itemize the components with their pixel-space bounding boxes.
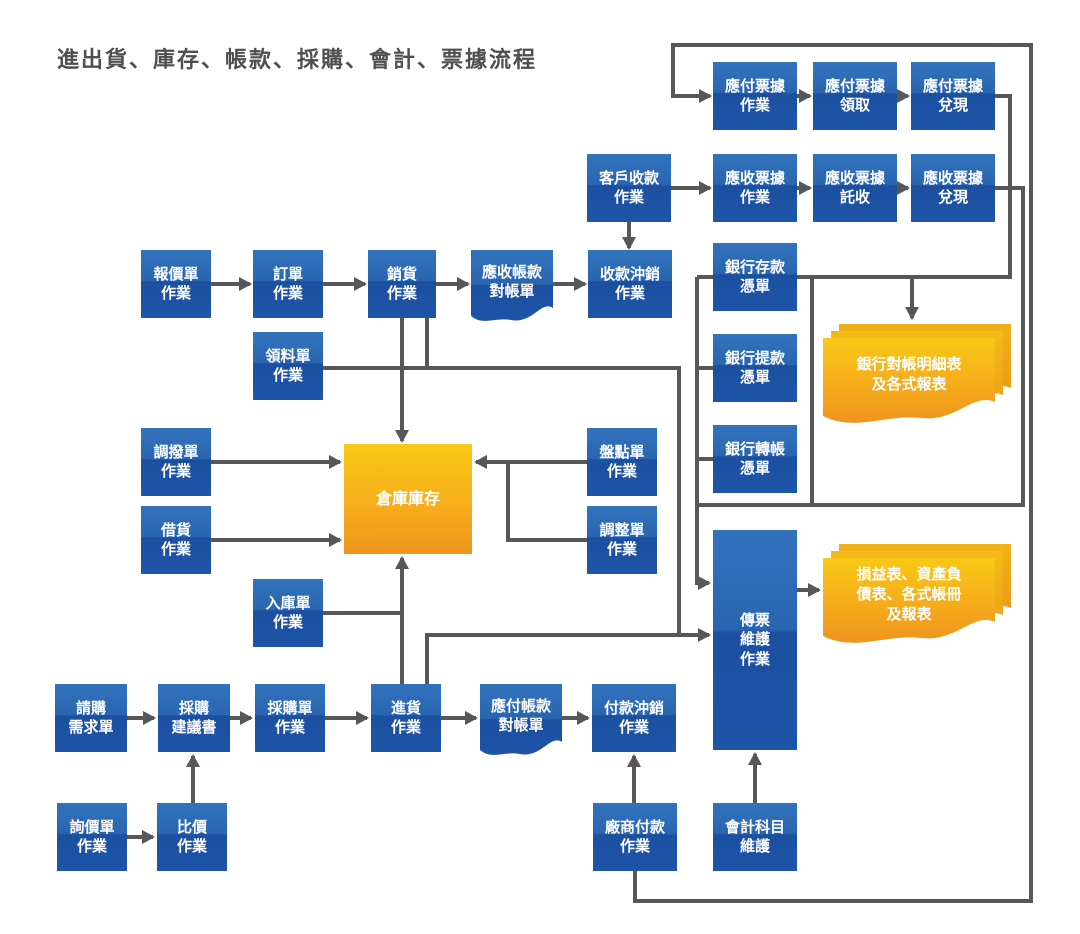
edge-sales-arstatement xyxy=(436,277,470,291)
edge-pr-pursuggest xyxy=(127,711,156,725)
node-bank-withdraw: 銀行提款 憑單 xyxy=(713,334,797,402)
node-cust-receipt: 客戶收款 作業 xyxy=(587,154,671,222)
node-receiving: 進貨 作業 xyxy=(371,684,441,752)
edge-pursuggest-po xyxy=(230,711,253,725)
edge-receiving-apstatement xyxy=(441,711,478,725)
node-po: 採購單 作業 xyxy=(255,684,325,752)
edge-sales-warehouse xyxy=(395,318,409,443)
node-sales: 銷貨 作業 xyxy=(368,250,436,318)
report-stack-label: 損益表、資產負 債表、各式帳冊 及報表 xyxy=(856,564,962,624)
edge-apnotecollect-cash xyxy=(897,89,910,103)
edge-apstatement-paymentwriteoff xyxy=(562,711,590,725)
edge-bankvouchers-voucher xyxy=(695,275,713,590)
node-ar-note-op: 應收票據 作業 xyxy=(713,154,797,222)
edge-receiving-warehouse xyxy=(395,556,409,684)
edge-vendorpayment-paymentwriteoff xyxy=(627,754,641,803)
node-bank-report: 銀行對帳明細表 及各式報表 xyxy=(823,324,1011,430)
node-inquiry: 詢價單 作業 xyxy=(57,803,127,871)
node-borrow: 借貨 作業 xyxy=(141,506,211,574)
node-ar-note-cash: 應收票據 兌現 xyxy=(911,154,995,222)
node-pr: 請購 需求單 xyxy=(55,684,127,752)
node-transfer: 調撥單 作業 xyxy=(141,428,211,496)
edge-stocktake-adjust-warehouse xyxy=(474,455,587,542)
edge-quote-order xyxy=(211,277,252,291)
edge-arnoteconsign-cash xyxy=(897,181,910,195)
edge-transfer-warehouse xyxy=(211,455,342,469)
node-fin-report: 損益表、資產負 債表、各式帳冊 及報表 xyxy=(823,544,1011,650)
node-bank-deposit: 銀行存款 憑單 xyxy=(713,243,797,311)
node-order: 訂單 作業 xyxy=(253,250,323,318)
node-stocktake: 盤點單 作業 xyxy=(587,428,657,496)
node-quote: 報價單 作業 xyxy=(141,250,211,318)
edge-vendorpayment-apnoteop-loop xyxy=(633,43,1033,903)
node-payment-writeoff: 付款沖銷 作業 xyxy=(592,684,676,752)
node-ar-note-consign: 應收票據 託收 xyxy=(813,154,897,222)
edge-order-sales xyxy=(323,277,367,291)
node-voucher: 傳票 維護 作業 xyxy=(713,530,797,750)
page-title: 進出貨、庫存、帳款、採購、會計、票據流程 xyxy=(57,48,538,73)
node-adjust: 調整單 作業 xyxy=(587,506,657,574)
edge-custreceipt-arnoteop xyxy=(671,181,712,195)
edge-compare-pursuggest xyxy=(186,754,200,803)
edge-custreceipt-receiptwriteoff xyxy=(622,222,636,250)
edge-sales-materialreq-voucher xyxy=(323,318,711,684)
node-bank-transfer: 銀行轉帳 憑單 xyxy=(713,425,797,493)
node-ap-note-cash: 應付票據 兌現 xyxy=(911,62,995,130)
node-ap-note-collect: 應付票據 領取 xyxy=(813,62,897,130)
edge-po-receiving xyxy=(325,711,369,725)
report-stack-label: 銀行對帳明細表 及各式報表 xyxy=(856,354,962,393)
edge-coa-voucher xyxy=(748,752,762,803)
edge-arnotecash-voucherline xyxy=(697,186,1025,507)
edge-inquiry-compare xyxy=(127,830,155,844)
node-coa: 會計科目 維護 xyxy=(713,803,797,871)
edge-voucher-finreport xyxy=(797,583,821,597)
edge-apnoteop-collect xyxy=(797,89,812,103)
node-ap-note-op: 應付票據 作業 xyxy=(713,62,797,130)
node-compare: 比價 作業 xyxy=(157,803,227,871)
edge-borrow-warehouse xyxy=(211,533,342,547)
node-receipt-writeoff: 收款沖銷 作業 xyxy=(588,250,672,318)
node-inbound: 入庫單 作業 xyxy=(253,579,323,647)
edge-arnoteop-consign xyxy=(797,181,812,195)
node-pur-suggest: 採購 建議書 xyxy=(158,684,230,752)
edge-arstatement-receiptwriteoff xyxy=(553,277,587,291)
node-warehouse: 倉庫庫存 xyxy=(344,444,472,554)
node-material-req: 領料單 作業 xyxy=(253,332,323,400)
node-vendor-payment: 廠商付款 作業 xyxy=(593,803,677,871)
